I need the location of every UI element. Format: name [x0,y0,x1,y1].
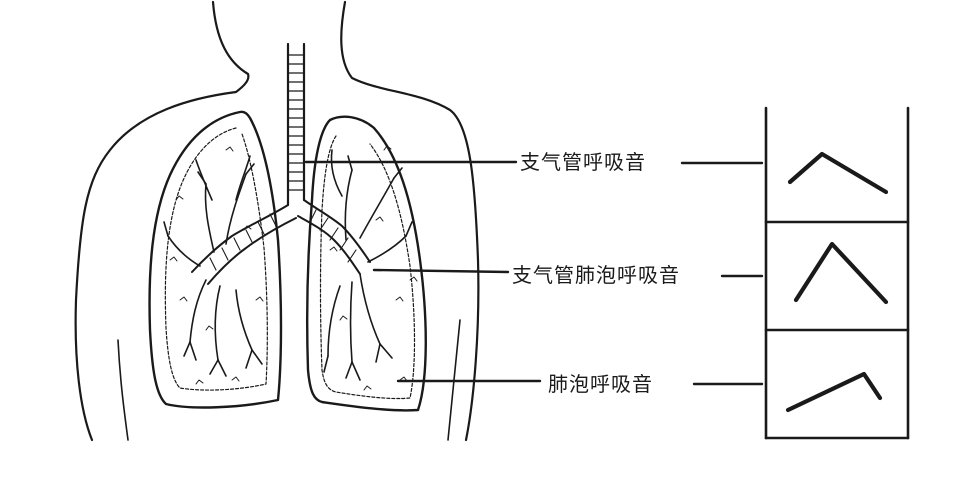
leader-line-broncho-vesicular [372,268,510,274]
bronchial-breath-sound-label: 支气管呼吸音 [520,150,646,174]
vesicular-waveform [785,371,883,413]
vesicular-breath-sound-label: 肺泡呼吸音 [548,372,653,396]
right-lung [306,115,427,412]
broncho-vesicular-waveform [793,241,889,305]
broncho-vesicular-breath-sound-label: 支气管肺泡呼吸音 [512,263,680,287]
main-bronchi [191,199,371,285]
left-lung [148,110,283,409]
waveform-panel [764,106,910,440]
trachea [286,42,306,207]
leader-lines [304,160,764,386]
torso-outline [74,0,480,442]
bronchial-waveform [787,151,889,195]
